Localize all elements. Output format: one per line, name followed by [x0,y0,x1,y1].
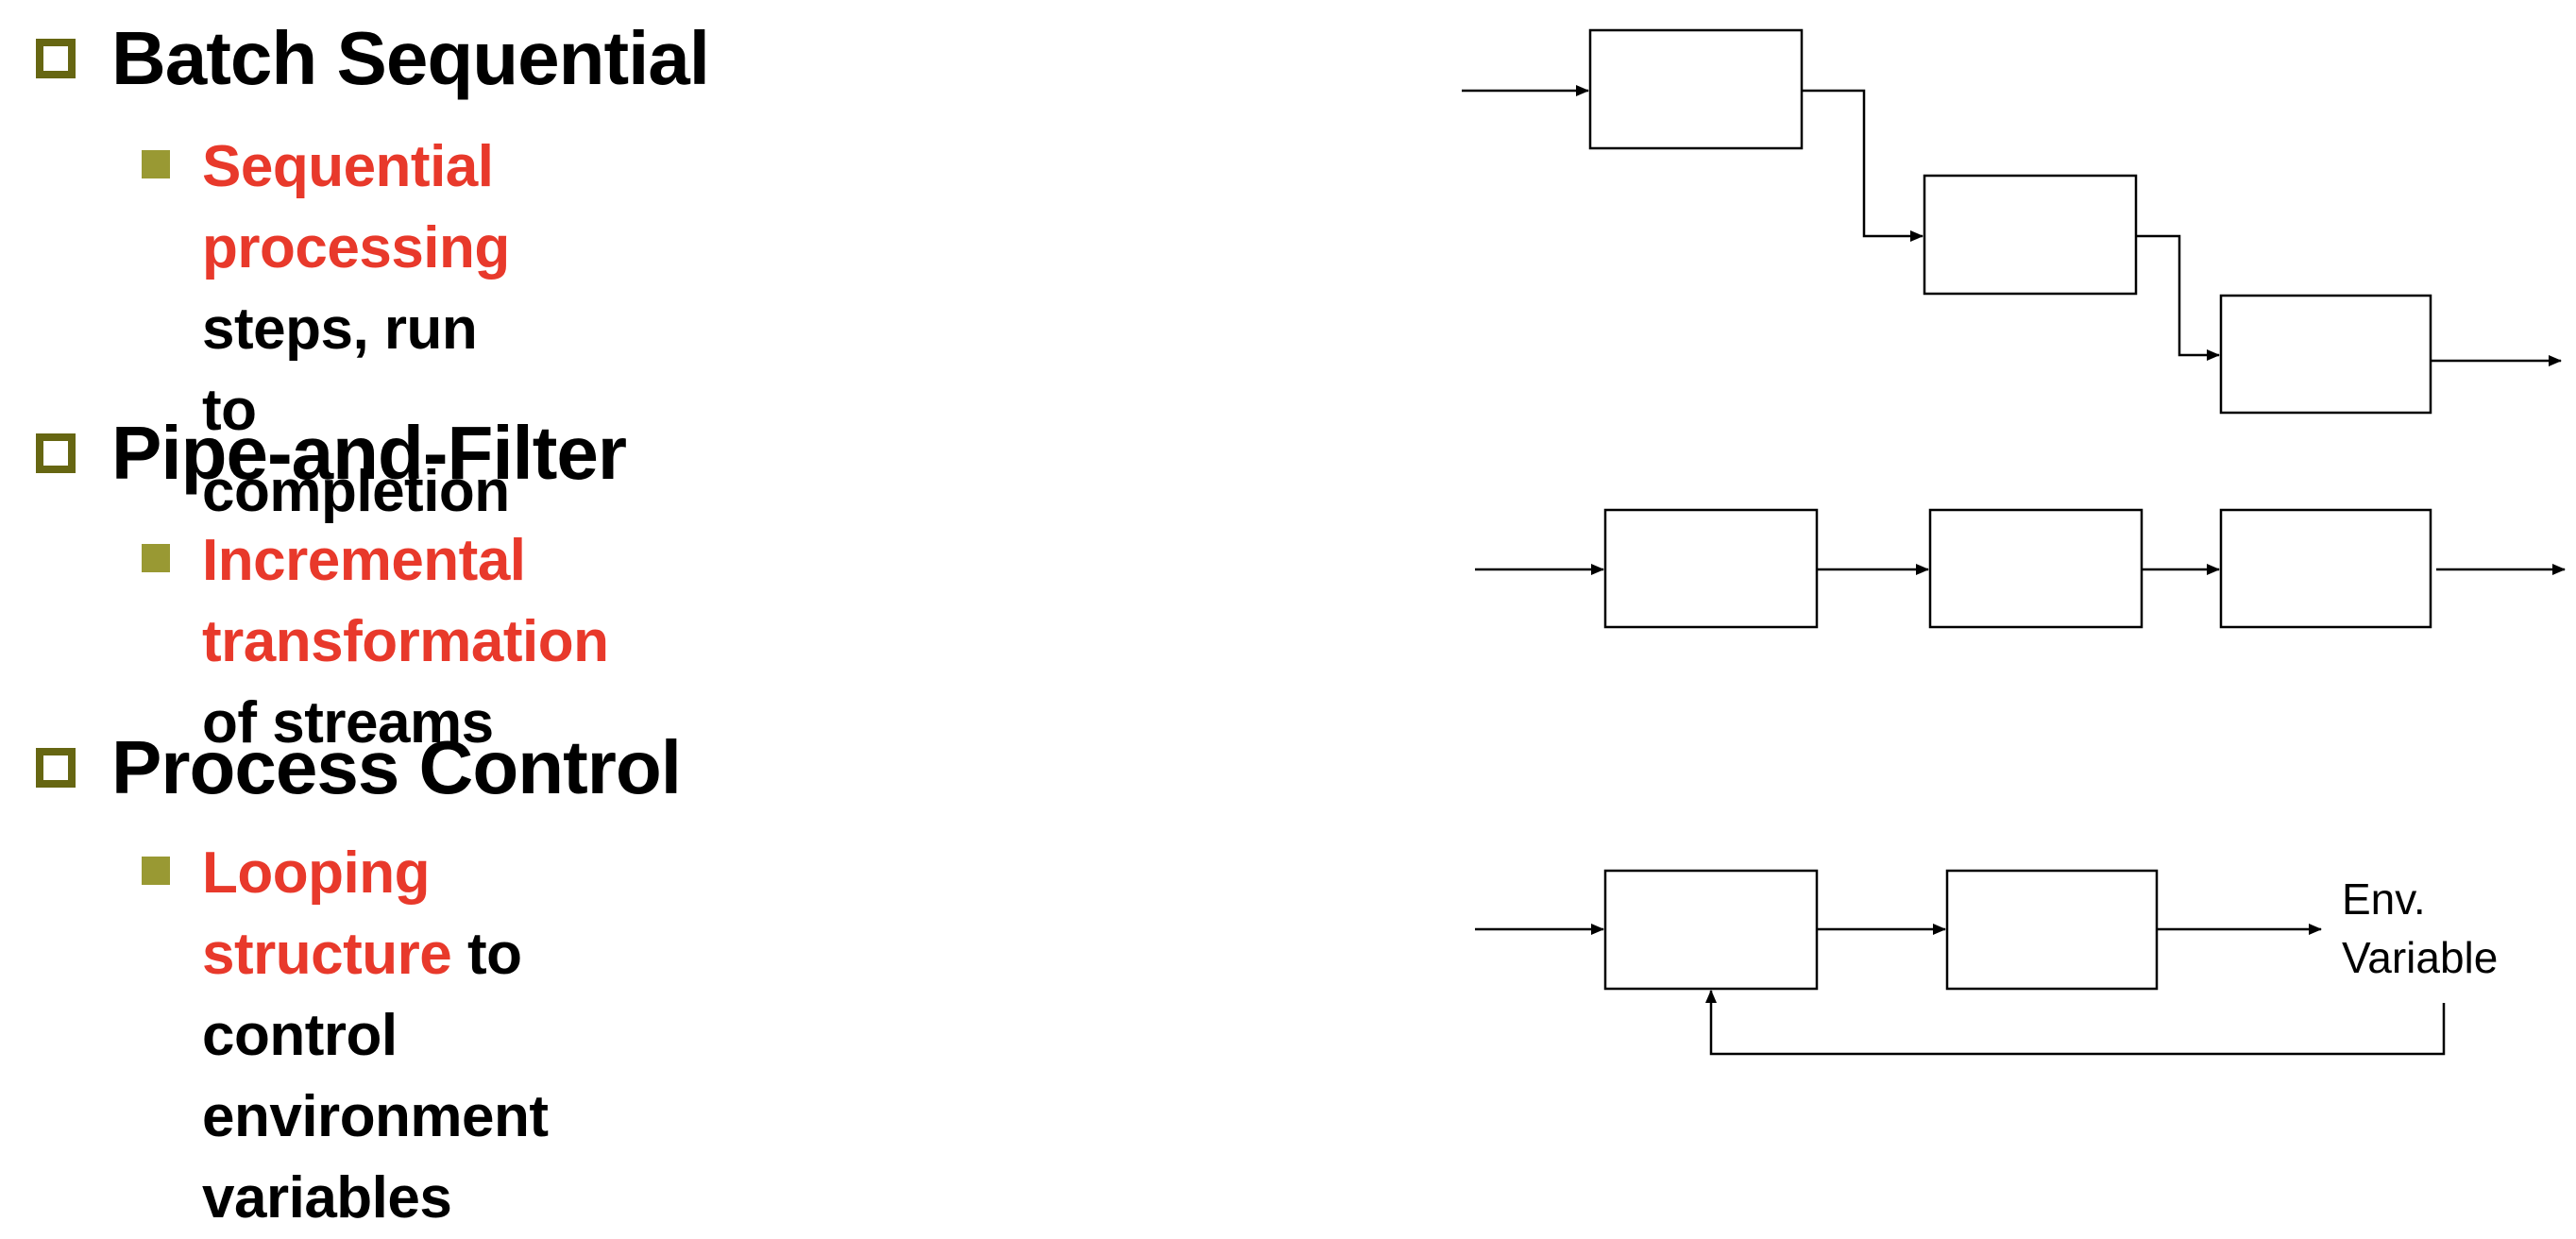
hollow-square-bullet-icon [36,39,76,78]
batch-sequential-diagram [1462,28,2562,415]
env-variable-label-line1: Env. [2342,874,2426,924]
process-control-diagram: Env. Variable [1475,869,2498,1056]
controller-box [1603,869,1819,991]
sub-text-line2: environment variables [202,1084,549,1231]
connector-arrow-1-2 [1802,89,1924,242]
highlight-text: Sequential processing [202,134,510,280]
hollow-square-bullet-icon [36,433,76,473]
batch-step-box-3 [2219,294,2432,415]
heading-batch-sequential: Batch Sequential [111,16,710,100]
heading-pipe-and-filter: Pipe-and-Filter [111,411,627,495]
batch-step-box-2 [1923,174,2138,296]
env-variable-label-line2: Variable [2342,933,2498,982]
architecture-diagrams: Env. Variable [1462,28,2566,1056]
sub-bullet-text: Incremental transformation of streams [202,520,609,764]
feedback-loop-arrow [1705,990,2446,1056]
sub-text-rest: steps, run to [202,297,478,443]
connector-arrow-2-3 [2136,234,2220,361]
heading-row-process-control: Process Control [36,722,682,813]
process-box [1945,869,2159,991]
heading-process-control: Process Control [111,725,682,809]
highlight-text: Incremental transformation [202,528,609,674]
filter-box-2 [1928,508,2144,629]
sub-text-line2: completion [202,459,510,524]
heading-row-batch-sequential: Batch Sequential [36,13,710,104]
solid-square-bullet-icon [142,544,170,572]
batch-step-box-1 [1588,28,1804,150]
sub-bullet-pipe-and-filter: Incremental transformation of streams [142,520,609,764]
pipe-and-filter-diagram [1475,508,2566,629]
solid-square-bullet-icon [142,857,170,885]
filter-box-1 [1603,508,1819,629]
filter-box-3 [2219,508,2432,629]
highlight-text: Looping structure [202,840,452,987]
hollow-square-bullet-icon [36,748,76,788]
sub-bullet-batch-sequential: Sequential processing steps, run to comp… [142,127,510,533]
heading-row-pipe-and-filter: Pipe-and-Filter [36,408,627,499]
sub-text-rest: to control [202,922,522,1068]
sub-bullet-text: Sequential processing steps, run to comp… [202,127,510,533]
sub-text-rest: of streams [202,690,494,755]
solid-square-bullet-icon [142,150,170,178]
